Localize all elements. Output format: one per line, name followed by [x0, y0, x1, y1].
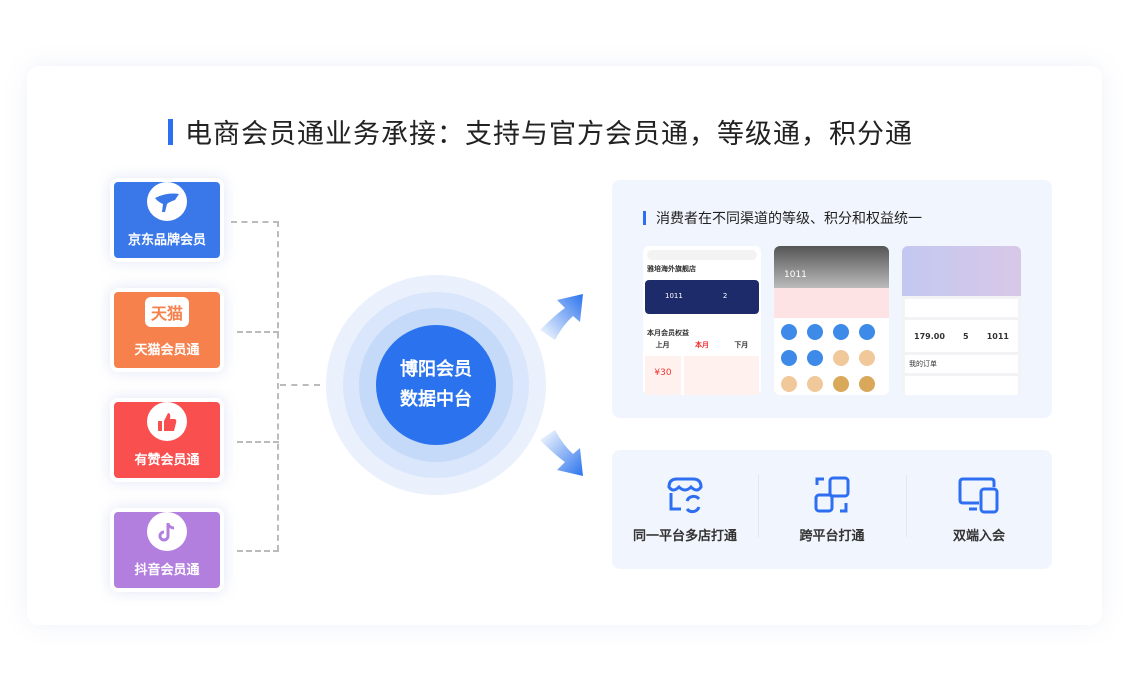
- search-bar: [647, 250, 757, 260]
- feature-label: 跨平台打通: [799, 529, 865, 544]
- points-value: 1011: [665, 292, 683, 300]
- feature-grid: [774, 318, 889, 395]
- balance-value: 179.00: [914, 331, 945, 341]
- phone-screenshot-jd: 1011: [774, 246, 889, 395]
- arrow-up-right-icon: [540, 294, 583, 340]
- source-label: 有赞会员通: [134, 453, 200, 468]
- arrows: [540, 294, 583, 476]
- devices-icon: [958, 477, 999, 514]
- divider: [758, 475, 759, 537]
- hub-line1: 博阳会员: [400, 359, 472, 380]
- connector-line: [237, 550, 279, 552]
- features-panel: 同一平台多店打通 跨平台打通 双端入会: [612, 450, 1052, 569]
- arrow-down-right-icon: [540, 430, 583, 476]
- source-douyin[interactable]: 抖音会员通: [110, 508, 224, 592]
- title-accent-bar: [643, 211, 646, 225]
- month-tab: 本月: [694, 341, 709, 349]
- tmall-icon-text: 天猫: [150, 304, 183, 323]
- connector-line: [237, 331, 279, 333]
- feature-label: 同一平台多店打通: [632, 529, 737, 544]
- unified-title: 消费者在不同渠道的等级、积分和权益统一: [643, 208, 922, 228]
- month-tab: 上月: [655, 341, 670, 349]
- source-tmall[interactable]: 天猫 天猫会员通: [110, 288, 224, 372]
- tmall-icon: 天猫: [145, 297, 189, 327]
- coupons-value: 5: [963, 331, 969, 341]
- store-sync-icon: [667, 477, 703, 514]
- cross-platform-icon: [814, 476, 850, 513]
- source-label: 天猫会员通: [134, 343, 200, 358]
- source-jd[interactable]: 京东品牌会员: [110, 178, 224, 262]
- points-value: 1011: [774, 246, 889, 288]
- store-name: 雅培海外旗舰店: [647, 265, 696, 273]
- member-banner: 1011 2: [645, 280, 759, 314]
- feature-cross-platform: 跨平台打通: [758, 450, 906, 569]
- connector-line: [277, 221, 279, 551]
- feature-dual-entry: 双端入会: [906, 450, 1052, 569]
- page-title: 电商会员通业务承接：支持与官方会员通，等级通，积分通: [168, 112, 913, 151]
- connector-line: [280, 384, 320, 386]
- unified-title-text: 消费者在不同渠道的等级、积分和权益统一: [656, 211, 922, 227]
- feature-multi-store: 同一平台多店打通: [612, 450, 758, 569]
- source-label: 抖音会员通: [134, 563, 200, 578]
- divider: [906, 475, 907, 537]
- connector-line: [231, 221, 279, 223]
- feature-label: 双端入会: [952, 529, 1005, 544]
- coupon: ¥30: [645, 356, 681, 395]
- orders-label: 我的订单: [905, 355, 1018, 373]
- douyin-icon: [147, 512, 187, 551]
- count-value: 2: [722, 292, 728, 300]
- source-label: 京东品牌会员: [127, 233, 206, 248]
- month-benefits-title: 本月会员权益: [647, 329, 689, 337]
- connector-line: [237, 441, 279, 443]
- title-accent-bar: [168, 118, 173, 145]
- phone-screenshot-tmall: 雅培海外旗舰店 1011 2 本月会员权益 上月 本月 下月 ¥30: [643, 246, 761, 395]
- unified-panel: 消费者在不同渠道的等级、积分和权益统一 雅培海外旗舰店 1011 2 本月会员权益…: [612, 180, 1052, 418]
- title-text: 电商会员通业务承接：支持与官方会员通，等级通，积分通: [185, 119, 913, 150]
- hub-line2: 数据中台: [400, 389, 472, 410]
- jd-dog-icon: [147, 182, 187, 221]
- phone-screenshot-youzan: 179.00 5 1011 我的订单: [902, 246, 1021, 395]
- thumbs-up-icon: [147, 402, 187, 441]
- month-tab: 下月: [734, 341, 749, 349]
- source-youzan[interactable]: 有赞会员通: [110, 398, 224, 482]
- points-value: 1011: [986, 331, 1009, 341]
- data-hub: 博阳会员数据中台: [376, 325, 496, 445]
